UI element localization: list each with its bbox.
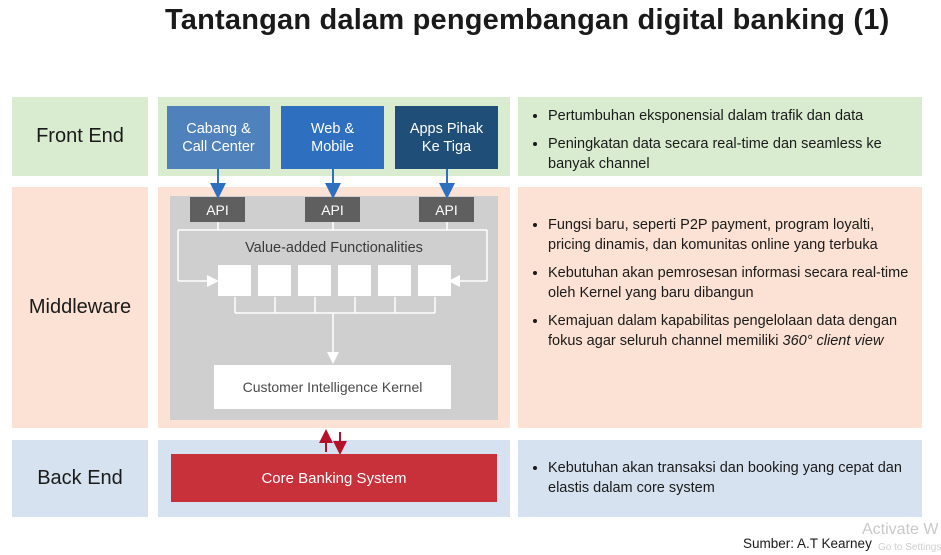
front-end-notes-band: [518, 97, 922, 176]
value-added-label: Value-added Functionalities: [245, 240, 423, 256]
function-module-5: [378, 265, 411, 296]
page-title: Tantangan dalam pengembangan digital ban…: [165, 4, 890, 36]
back-end-note-1: Kebutuhan akan transaksi dan booking yan…: [548, 458, 916, 498]
channel-branch-call-center: Cabang & Call Center: [167, 106, 270, 169]
channel-web-mobile: Web & Mobile: [281, 106, 384, 169]
customer-intelligence-kernel: Customer Intelligence Kernel: [214, 365, 451, 409]
middleware-note-1: Fungsi baru, seperti P2P payment, progra…: [548, 215, 916, 255]
function-module-3: [298, 265, 331, 296]
core-banking-system: Core Banking System: [171, 454, 497, 502]
middleware-notes: Fungsi baru, seperti P2P payment, progra…: [528, 215, 916, 351]
back-end-notes-band: [518, 440, 922, 517]
activation-watermark-sub: Go to Settings: [878, 542, 941, 553]
api-box-2: API: [305, 197, 360, 222]
middleware-note-3-emphasis: 360° client view: [782, 333, 884, 349]
middleware-note-3-text: Kemajuan dalam kapabilitas pengelolaan d…: [548, 313, 898, 349]
function-module-1: [218, 265, 251, 296]
activation-watermark: Activate W: [862, 521, 939, 538]
middleware-note-2: Kebutuhan akan pemrosesan informasi seca…: [548, 263, 916, 303]
middleware-note-3: Kemajuan dalam kapabilitas pengelolaan d…: [548, 311, 916, 351]
middleware-label: Middleware: [12, 187, 148, 428]
api-box-1: API: [190, 197, 245, 222]
back-end-notes: Kebutuhan akan transaksi dan booking yan…: [528, 458, 916, 498]
front-end-label: Front End: [12, 97, 148, 176]
channel-third-party-apps: Apps Pihak Ke Tiga: [395, 106, 498, 169]
front-end-notes: Pertumbuhan eksponensial dalam trafik da…: [528, 106, 916, 174]
source-credit: Sumber: A.T Kearney: [743, 536, 872, 551]
back-end-label: Back End: [12, 440, 148, 517]
front-end-note-1: Pertumbuhan eksponensial dalam trafik da…: [548, 106, 916, 126]
function-module-4: [338, 265, 371, 296]
middleware-notes-band: [518, 187, 922, 428]
api-box-3: API: [419, 197, 474, 222]
front-end-note-2: Peningkatan data secara real-time dan se…: [548, 134, 916, 174]
function-module-6: [418, 265, 451, 296]
function-module-2: [258, 265, 291, 296]
